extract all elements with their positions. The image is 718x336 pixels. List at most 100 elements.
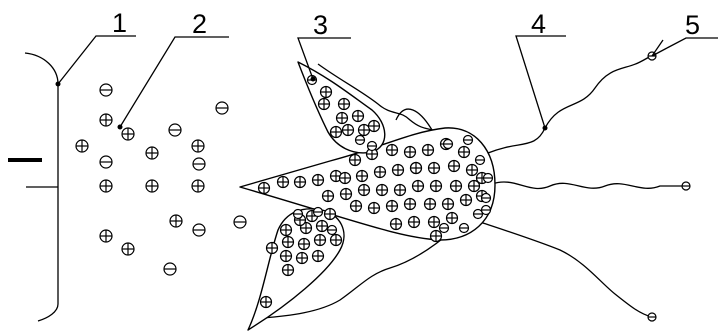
positive-ion-icon <box>421 143 435 157</box>
main-ion-mass <box>239 127 496 241</box>
positive-ion-icon <box>441 197 455 211</box>
positive-ion-icon <box>373 165 387 179</box>
negative-ion-icon <box>292 208 304 220</box>
positive-ion-icon <box>427 161 441 175</box>
positive-ion-icon <box>357 183 371 197</box>
negative-ion-icon <box>458 222 470 234</box>
positive-ion-icon <box>75 139 89 153</box>
positive-ion-icon <box>335 111 349 125</box>
positive-ion-icon <box>338 171 352 185</box>
positive-ion-icon <box>169 214 183 228</box>
leader-4 <box>515 35 566 129</box>
negative-ion-icon <box>99 155 113 169</box>
positive-ion-icon <box>447 159 461 173</box>
positive-ion-icon <box>393 183 407 197</box>
negative-ion-icon <box>99 83 113 97</box>
filament-top-lobe-a <box>395 108 433 131</box>
positive-ion-icon <box>357 123 371 137</box>
positive-ion-icon <box>429 229 443 243</box>
positive-ion-icon <box>465 163 479 177</box>
positive-ion-icon <box>348 153 362 167</box>
positive-ion-icon <box>403 197 417 211</box>
positive-ion-icon <box>191 179 205 193</box>
filament-upper <box>487 55 653 154</box>
positive-ion-icon <box>391 163 405 177</box>
negative-ion-icon <box>474 154 486 166</box>
negative-ion-icon <box>681 181 691 191</box>
leader-3 <box>297 37 351 80</box>
negative-ion-icon <box>366 140 378 152</box>
negative-ion-icon <box>480 192 492 204</box>
positive-ion-icon <box>319 85 333 99</box>
positive-ion-icon <box>281 235 295 249</box>
filaments <box>261 55 684 319</box>
positive-ion-icon <box>121 242 135 256</box>
positive-ion-icon <box>329 125 343 139</box>
negative-ion-icon <box>312 206 324 218</box>
positive-ion-icon <box>445 211 459 225</box>
leader-5 <box>666 37 718 49</box>
positive-ion-icon <box>341 123 355 137</box>
negative-ion-icon <box>480 204 492 216</box>
positive-ion-icon <box>299 221 313 235</box>
positive-ion-icon <box>145 146 159 160</box>
positive-ion-icon <box>297 237 311 251</box>
positive-ion-icon <box>427 215 441 229</box>
electrode-plate <box>24 52 59 322</box>
negative-ion-icon <box>192 157 206 171</box>
leader-1 <box>57 35 136 85</box>
positive-ion-icon <box>99 229 113 243</box>
positive-ion-icon <box>337 97 351 111</box>
callout-3: 3 <box>313 10 328 40</box>
positive-ion-icon <box>409 161 423 175</box>
negative-ion-icon <box>442 138 454 150</box>
positive-ion-icon <box>311 173 325 187</box>
electrode <box>8 52 59 322</box>
tip-spark <box>651 39 668 57</box>
filament-middle <box>491 181 684 190</box>
positive-ion-icon <box>389 217 403 231</box>
positive-ion-icon <box>276 175 290 189</box>
callout-leaders <box>55 35 718 131</box>
positive-ion-icon <box>191 139 205 153</box>
positive-ion-icon <box>457 145 471 159</box>
positive-ion-icon <box>355 169 369 183</box>
leader-2 <box>119 36 229 128</box>
positive-ion-icon <box>145 179 159 193</box>
negative-ion-icon <box>233 215 247 229</box>
positive-ion-icon <box>403 145 417 159</box>
positive-ion-icon <box>313 233 327 247</box>
callout-5: 5 <box>685 10 700 40</box>
positive-ion-icon <box>385 199 399 213</box>
filament-top-lobe-b <box>317 63 441 133</box>
positive-ion-icon <box>281 263 295 277</box>
positive-ion-icon <box>329 233 343 247</box>
positive-ion-icon <box>99 179 113 193</box>
negative-ion-icon <box>438 222 450 234</box>
callout-1: 1 <box>112 8 127 38</box>
negative-ion-icon <box>168 123 182 137</box>
packed-ions <box>257 74 494 309</box>
negative-ion-icon <box>192 223 206 237</box>
positive-ion-icon <box>315 219 329 233</box>
positive-ion-icon <box>265 241 279 255</box>
positive-ion-icon <box>339 187 353 201</box>
negative-ion-icon <box>326 224 338 236</box>
filament-lower-right <box>479 221 653 318</box>
scattered-ion-cloud <box>75 83 247 276</box>
positive-ion-icon <box>367 119 381 133</box>
positive-ion-icon <box>459 193 473 207</box>
positive-ion-icon <box>449 179 463 193</box>
positive-ion-icon <box>321 189 335 203</box>
negative-ion-icon <box>215 101 229 115</box>
positive-ion-icon <box>295 251 309 265</box>
positive-ion-icon <box>351 109 365 123</box>
positive-ion-icon <box>323 207 337 221</box>
positive-ion-icon <box>279 223 293 237</box>
positive-ion-icon <box>259 295 273 309</box>
callout-2: 2 <box>192 9 207 39</box>
filament-bottom-lobe <box>261 229 454 319</box>
positive-ion-icon <box>411 179 425 193</box>
positive-ion-icon <box>293 175 307 189</box>
